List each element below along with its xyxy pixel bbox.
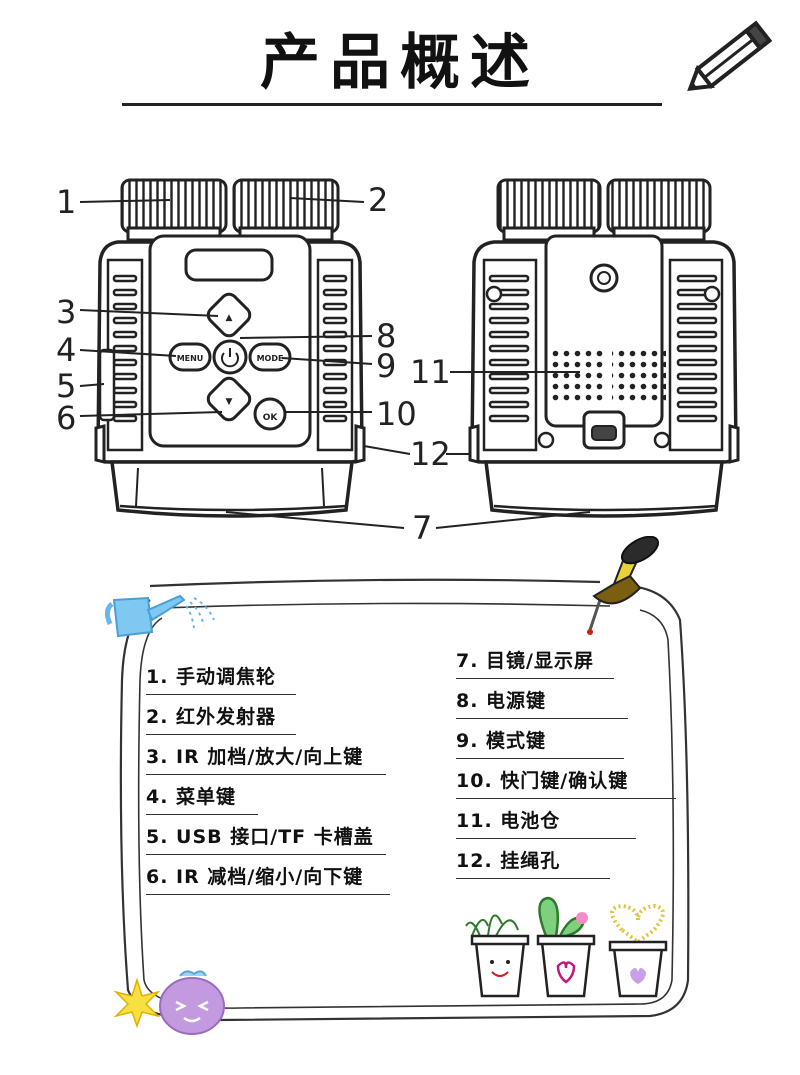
callout-11: 11: [410, 353, 451, 391]
callout-12: 12: [410, 435, 451, 473]
callout-6: 6: [56, 399, 77, 437]
back-view: [468, 178, 740, 518]
callout-8: 8: [376, 317, 397, 355]
svg-text:OK: OK: [263, 413, 279, 423]
callout-4: 4: [56, 331, 77, 369]
watering-can-icon: [104, 594, 215, 638]
legend-item-6: 6. IR 减档/缩小/向下键: [146, 862, 390, 895]
legend-item-8: 8. 电源键: [456, 686, 628, 719]
svg-text:▼: ▼: [226, 397, 233, 407]
legend-item-2: 2. 红外发射器: [146, 702, 296, 735]
ir-up-button: [206, 292, 252, 338]
menu-button: [168, 342, 212, 372]
mode-button: [248, 342, 292, 372]
callout-3: 3: [56, 293, 77, 331]
ir-emitter-window: [184, 248, 274, 282]
legend-item-1: 1. 手动调焦轮: [146, 662, 296, 695]
legend-item-10: 10. 快门键/确认键: [456, 766, 676, 799]
ir-down-button: [206, 376, 252, 422]
callout-1: 1: [56, 183, 77, 221]
callout-9: 9: [376, 347, 397, 385]
eyepiece-front: [110, 460, 354, 518]
front-view: ▲ ▼ MENU MODE OK: [94, 178, 366, 518]
cute-face-icon: [159, 970, 225, 1035]
pencil-icon: [687, 20, 773, 91]
callout-7: 7: [412, 509, 433, 547]
page-title: 产品概述: [260, 28, 540, 98]
svg-text:MENU: MENU: [177, 354, 204, 363]
legend-item-12: 12. 挂绳孔: [456, 846, 610, 879]
device-diagram: ▲ ▼ MENU MODE OK: [79, 178, 740, 529]
sun-icon: [113, 978, 161, 1028]
callout-5: 5: [56, 367, 77, 405]
legend-item-5: 5. USB 接口/TF 卡槽盖: [146, 822, 386, 855]
title-underline: [122, 103, 662, 106]
svg-text:▲: ▲: [226, 313, 233, 323]
legend-item-11: 11. 电池仓: [456, 806, 636, 839]
legend-item-3: 3. IR 加档/放大/向上键: [146, 742, 386, 775]
legend-item-9: 9. 模式键: [456, 726, 624, 759]
legend-item-4: 4. 菜单键: [146, 782, 258, 815]
callout-10: 10: [376, 395, 417, 433]
focus-wheel-right: [232, 178, 340, 234]
callout-2: 2: [368, 181, 389, 219]
legend-item-7: 7. 目镜/显示屏: [456, 646, 614, 679]
focus-wheel-left: [120, 178, 228, 234]
ok-button: [253, 397, 287, 431]
svg-text:MODE: MODE: [257, 354, 284, 363]
pushpin-icon: [587, 536, 660, 635]
plant-pot-icon: [465, 896, 668, 998]
